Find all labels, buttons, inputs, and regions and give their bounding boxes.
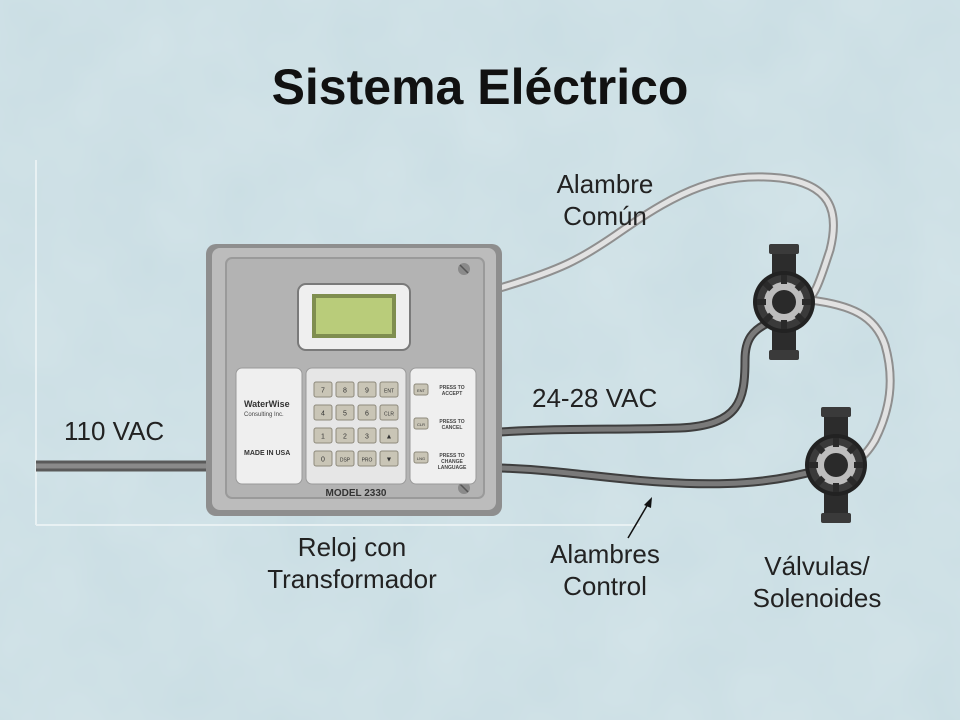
function-description: PRESS TO bbox=[439, 385, 464, 391]
keypad-key[interactable]: PRO bbox=[357, 450, 377, 467]
keypad-key-label: 3 bbox=[365, 434, 369, 441]
function-description: CHANGE bbox=[441, 459, 463, 465]
output-voltage-text: 24-28 VAC bbox=[532, 383, 658, 413]
keypad-key[interactable]: ▲ bbox=[379, 427, 399, 444]
output-voltage-label: 24-28 VAC bbox=[532, 382, 657, 414]
brand-name: WaterWise bbox=[244, 399, 290, 409]
valves-label: Válvulas/ Solenoides bbox=[732, 550, 902, 614]
keypad-key[interactable]: 3 bbox=[357, 427, 377, 444]
keypad-key[interactable]: 6 bbox=[357, 404, 377, 421]
keypad-key[interactable]: ▼ bbox=[379, 450, 399, 467]
keypad-key-label: PRO bbox=[362, 458, 373, 464]
control-wires-line2: Control bbox=[563, 571, 647, 601]
keypad-key[interactable]: 8 bbox=[335, 381, 355, 398]
keypad-key-label: 9 bbox=[365, 388, 369, 395]
brand-subtitle: Consulting Inc. bbox=[244, 412, 284, 418]
control-wires-label: Alambres Control bbox=[525, 538, 685, 602]
keypad-key-label: 2 bbox=[343, 434, 347, 441]
model-label: MODEL 2330 bbox=[326, 488, 387, 499]
input-voltage-label: 110 VAC bbox=[64, 415, 164, 447]
controller-label: Reloj con Transformador bbox=[232, 531, 472, 595]
lcd-display bbox=[297, 283, 411, 351]
common-wire-label: Alambre Común bbox=[525, 168, 685, 232]
keypad-key-label: 5 bbox=[343, 411, 347, 418]
keypad-key-label: 0 bbox=[321, 457, 325, 464]
controller-unit: WaterWise Consulting Inc. MADE IN USA 7 8… bbox=[206, 244, 502, 516]
keypad: 7 8 9 ENT 4 5 6 CLR 1 2 3 ▲ 0 DSP PRO ▼ bbox=[313, 381, 399, 467]
function-key-label: CLR bbox=[417, 422, 425, 427]
keypad-key[interactable]: 7 bbox=[313, 381, 333, 398]
valves-line2: Solenoides bbox=[752, 583, 882, 613]
controller-line2: Transformador bbox=[267, 564, 437, 594]
keypad-key[interactable]: ENT bbox=[379, 381, 399, 398]
control-wires-pointer bbox=[627, 497, 652, 539]
valve-2 bbox=[805, 407, 867, 523]
keypad-key[interactable]: 2 bbox=[335, 427, 355, 444]
keypad-key-label: 1 bbox=[321, 434, 325, 441]
keypad-key-label: 4 bbox=[321, 411, 325, 418]
keypad-key-label: 6 bbox=[365, 411, 369, 418]
input-voltage-text: 110 VAC bbox=[64, 416, 165, 446]
valves-line1: Válvulas/ bbox=[764, 551, 870, 581]
function-key-label: ENT bbox=[417, 388, 426, 393]
valve-1 bbox=[753, 244, 815, 360]
control-wires bbox=[499, 317, 820, 489]
keypad-key[interactable]: 9 bbox=[357, 381, 377, 398]
keypad-key[interactable]: 4 bbox=[313, 404, 333, 421]
function-description: LANGUAGE bbox=[438, 465, 467, 471]
function-description: ACCEPT bbox=[442, 391, 463, 397]
function-description: PRESS TO bbox=[439, 453, 464, 459]
keypad-key-label: 8 bbox=[343, 388, 347, 395]
keypad-key-label: 7 bbox=[321, 388, 325, 395]
keypad-key[interactable]: 0 bbox=[313, 450, 333, 467]
common-wire-line2: Común bbox=[563, 201, 647, 231]
controller-line1: Reloj con bbox=[297, 532, 407, 562]
keypad-key[interactable]: CLR bbox=[379, 404, 399, 421]
page-title: Sistema Eléctrico bbox=[271, 59, 689, 115]
made-in-label: MADE IN USA bbox=[244, 450, 290, 457]
common-wire bbox=[498, 172, 895, 466]
keypad-key[interactable]: 1 bbox=[313, 427, 333, 444]
function-description: CANCEL bbox=[442, 425, 463, 431]
keypad-key-label: ▼ bbox=[386, 457, 393, 464]
keypad-key-label: ENT bbox=[384, 389, 394, 395]
keypad-key[interactable]: 5 bbox=[335, 404, 355, 421]
control-wires-line1: Alambres bbox=[550, 539, 660, 569]
brand-panel bbox=[235, 367, 303, 485]
function-description: PRESS TO bbox=[439, 419, 464, 425]
keypad-key[interactable]: DSP bbox=[335, 450, 355, 467]
common-wire-line1: Alambre bbox=[556, 169, 654, 199]
keypad-key-label: ▲ bbox=[386, 434, 393, 441]
keypad-key-label: CLR bbox=[384, 412, 394, 418]
function-key-label: LNG bbox=[417, 456, 425, 461]
keypad-key-label: DSP bbox=[340, 458, 351, 464]
